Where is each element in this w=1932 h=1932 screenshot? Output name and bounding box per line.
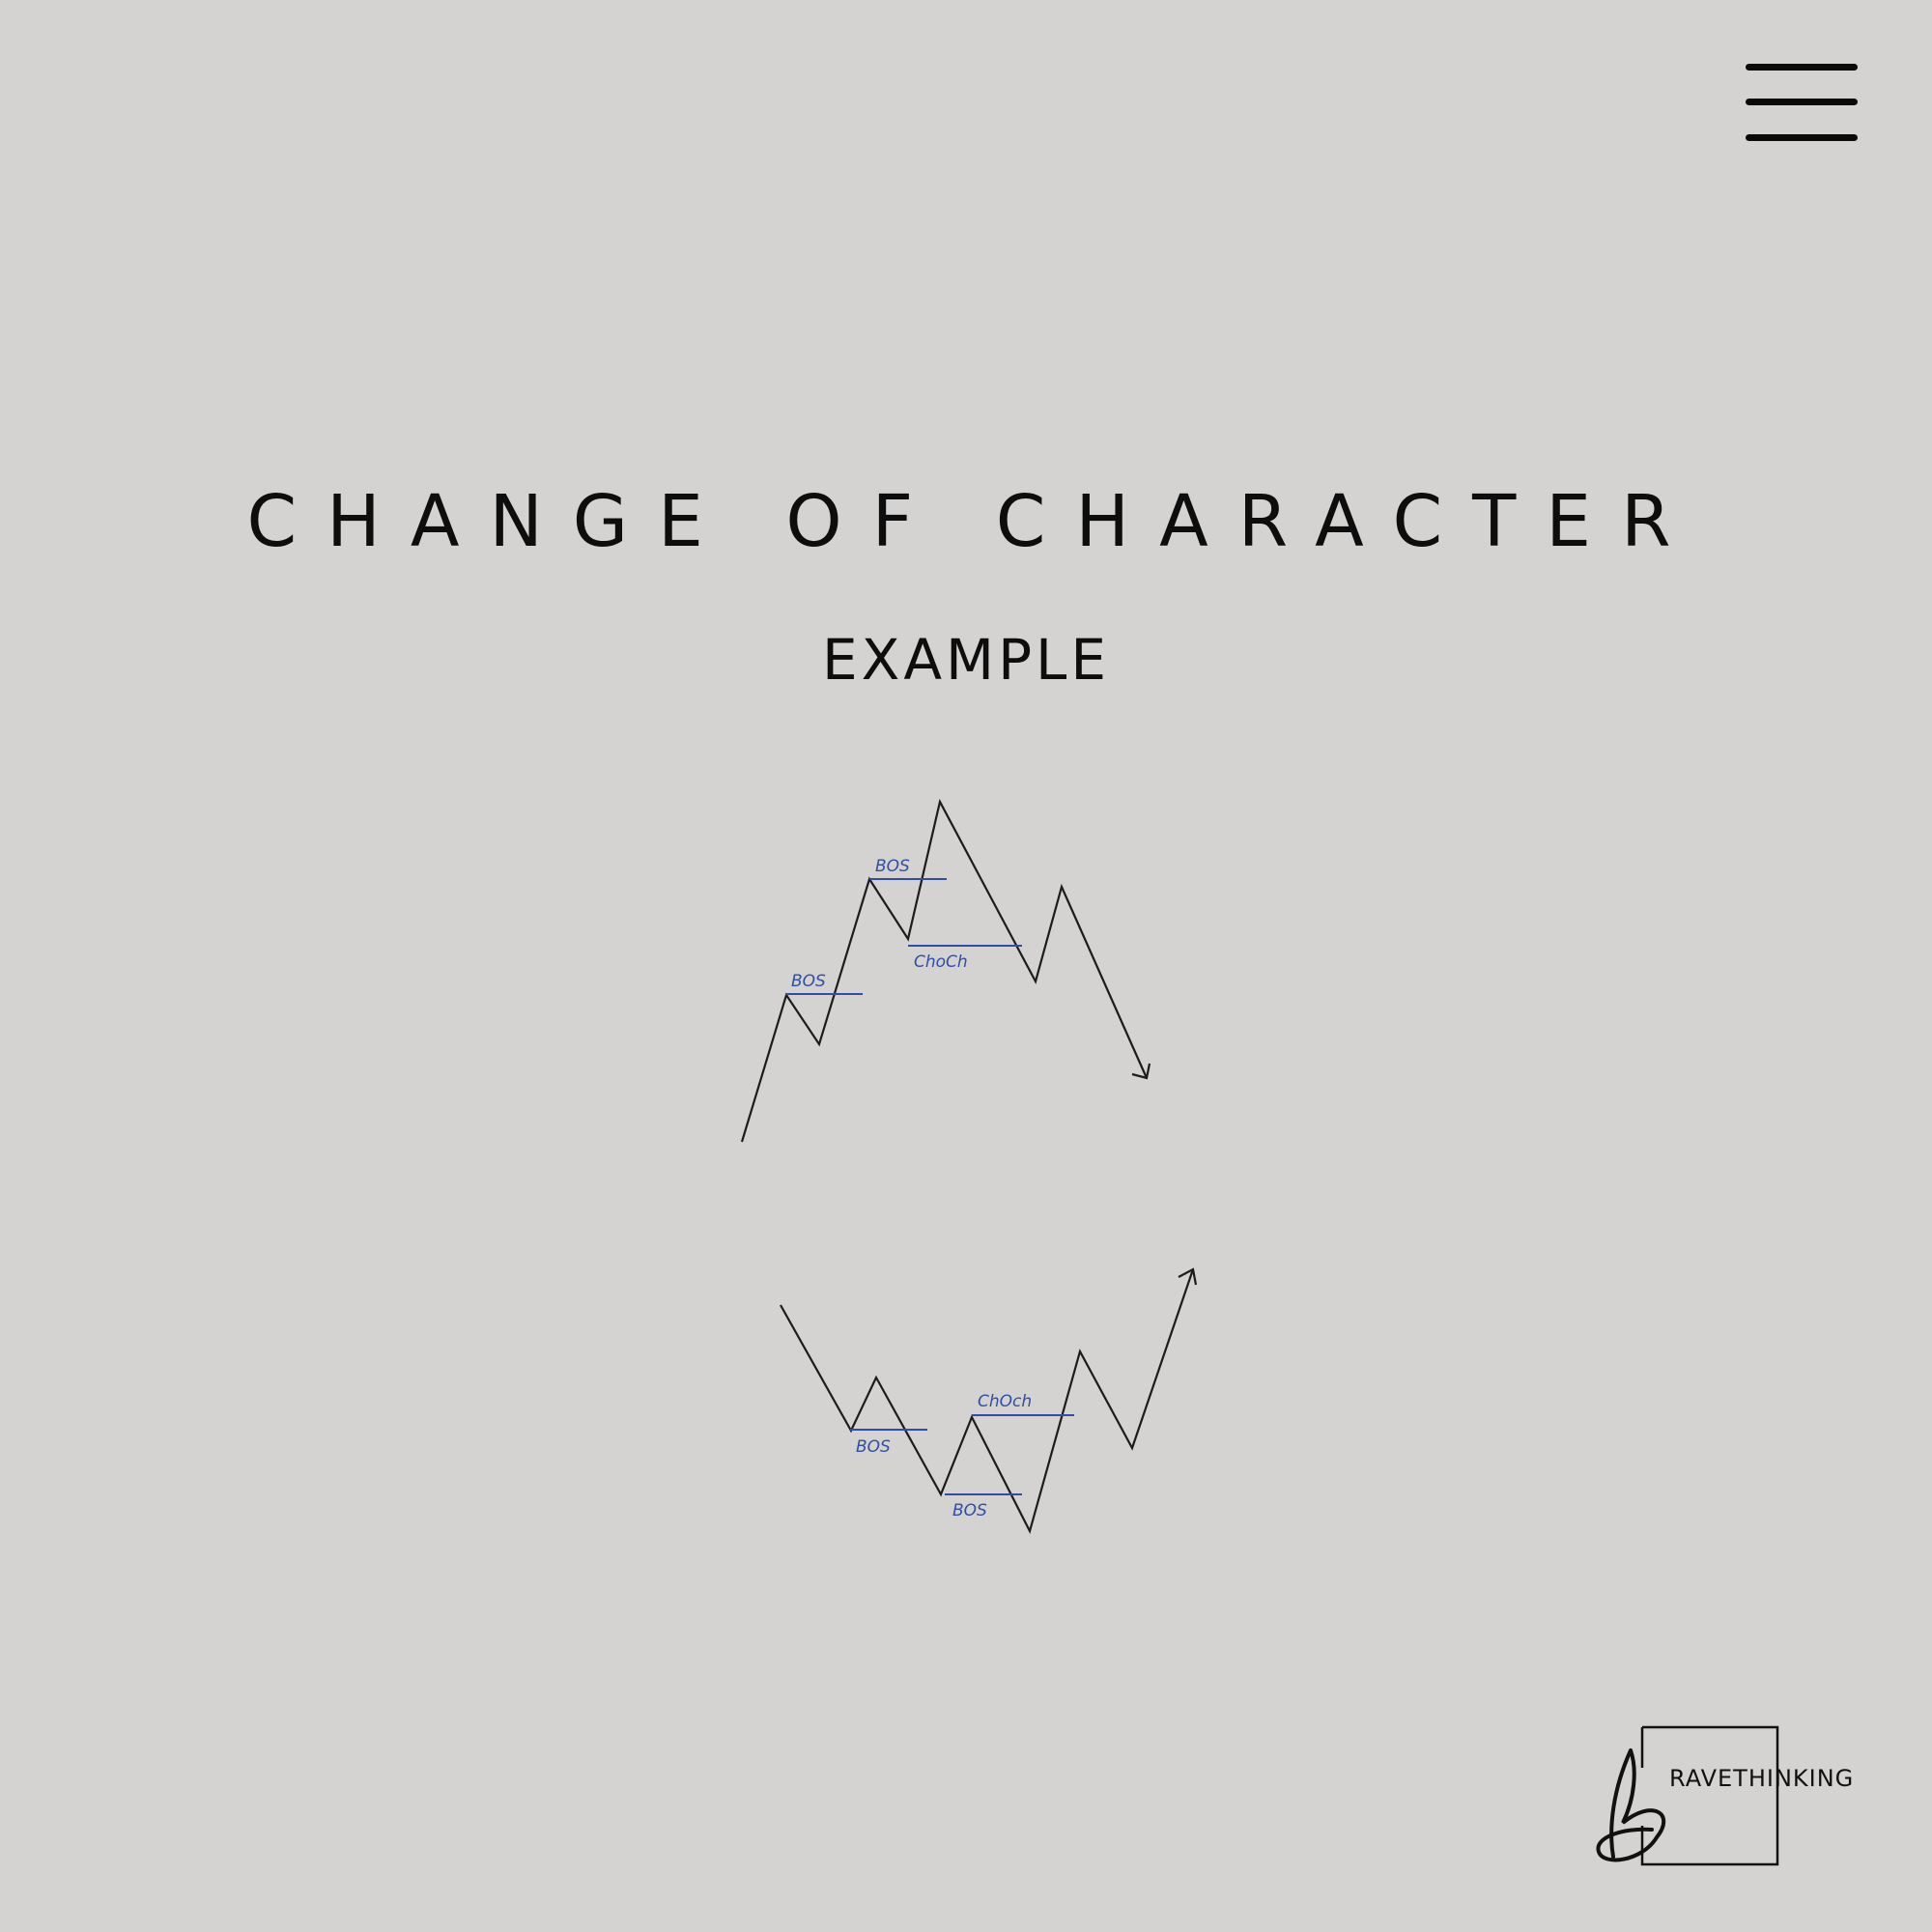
- bos-label: BOS: [952, 1501, 987, 1520]
- bearish-example: BOS BOS ChoCh: [740, 798, 1151, 1143]
- bos-label: BOS: [856, 1437, 891, 1457]
- brand-logo[interactable]: RAVETHINKING: [1584, 1721, 1874, 1876]
- menu-bar-middle: [1746, 99, 1858, 105]
- bos-label: BOS: [875, 857, 910, 876]
- menu-bar-bottom: [1746, 134, 1858, 141]
- menu-bar-top: [1746, 64, 1858, 71]
- bullish-example: BOS BOS ChOch: [780, 1267, 1198, 1535]
- bearish-price-path: [740, 798, 1149, 1143]
- b-monogram-logo-icon: [1596, 1725, 1779, 1866]
- brand-name: RAVETHINKING: [1669, 1765, 1855, 1792]
- choch-label: ChOch: [978, 1392, 1032, 1411]
- page-title: CHANGE OF CHARACTER: [246, 480, 1701, 563]
- bos-label: BOS: [791, 972, 826, 991]
- page-subtitle: EXAMPLE: [821, 627, 1111, 693]
- hamburger-menu-icon[interactable]: [1743, 62, 1861, 145]
- choch-label: ChoCh: [914, 952, 968, 972]
- bullish-price-path: [780, 1268, 1195, 1535]
- bearish-arrow-head-icon: [1131, 1063, 1151, 1080]
- bullish-arrow-head-icon: [1178, 1267, 1198, 1286]
